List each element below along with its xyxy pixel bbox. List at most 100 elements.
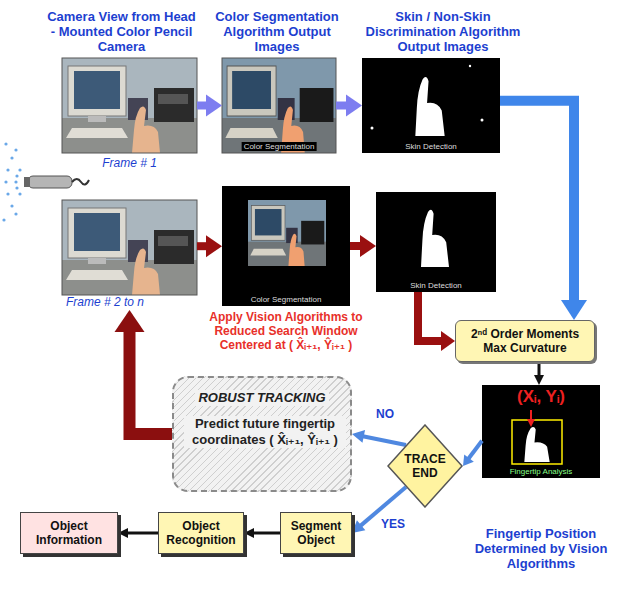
pencil-camera-icon	[14, 148, 17, 151]
image-caption: Skin Detection	[408, 281, 464, 290]
fingertip-analysis-image	[524, 427, 549, 462]
result-note: Fingertip Position Determined by Vision …	[466, 526, 616, 571]
camera-view-image	[62, 200, 197, 295]
flow-arrow	[500, 101, 587, 320]
skin-detection-image	[421, 210, 449, 267]
pencil-camera-icon	[10, 156, 13, 159]
edge-label: YES	[379, 517, 407, 531]
arrow-head	[115, 310, 145, 332]
arrow-line	[253, 532, 280, 535]
process-box: Object Recognition	[158, 512, 244, 554]
arrow-head	[118, 528, 128, 538]
camera-view-image	[62, 58, 197, 153]
arrow-head	[206, 95, 222, 117]
arrow-line	[418, 292, 442, 341]
fingertip-analysis-image	[512, 420, 562, 464]
arrow-head	[534, 375, 544, 385]
segmentation-image	[222, 58, 336, 153]
arrow-line	[350, 242, 361, 250]
skin-detection-image	[415, 77, 444, 136]
box-heading: ROBUST TRACKING	[195, 390, 328, 406]
pencil-camera-icon	[18, 168, 21, 171]
image-caption: Fingertip Analysis	[508, 467, 575, 476]
skin-detection-image	[481, 119, 484, 122]
fingertip-analysis-image	[527, 419, 535, 427]
segmentation-image: Color SegmentationApply Vision Algorithm…	[222, 186, 350, 306]
arrow-head	[441, 331, 455, 351]
segmentation-image	[222, 58, 350, 306]
arrow-line	[336, 102, 347, 110]
flow-arrow	[352, 430, 406, 445]
arrow-line	[500, 101, 574, 301]
segmentation-image	[248, 200, 326, 266]
flow-arrow	[118, 528, 158, 538]
step-note: Apply Vision Algorithms to Reduced Searc…	[198, 310, 374, 352]
camera-image: Frame # 2 to n	[62, 200, 197, 310]
arrow-line	[127, 532, 158, 535]
flow-arrow	[534, 362, 544, 385]
fingertip-image: (Xᵢ, Yᵢ)Fingertip AnalysisFingertip Posi…	[482, 385, 600, 478]
segmentation-image: Color Segmentation Algorithm Output Imag…	[222, 58, 336, 153]
arrow-head	[346, 95, 362, 117]
skin-detection-image	[376, 192, 496, 292]
pencil-camera-icon	[24, 177, 30, 187]
image-caption: Color Segmentation	[242, 142, 317, 151]
flow-arrow	[244, 528, 280, 538]
arrow-head	[206, 235, 222, 257]
pencil-camera-icon	[10, 204, 13, 207]
arrow-head	[352, 430, 365, 443]
flow-arrow	[418, 292, 455, 351]
pencil-camera-icon	[28, 176, 72, 188]
pencil-camera-icon	[18, 192, 21, 195]
skin-detection-image	[469, 65, 471, 67]
tracking-box: ROBUST TRACKING Predict future fingertip …	[172, 376, 352, 492]
output-box: Object Information	[20, 512, 118, 554]
arrow-head	[463, 454, 474, 466]
arrow-head	[561, 300, 587, 320]
diamond-shape	[388, 425, 462, 507]
box-text: Object Information	[27, 519, 111, 547]
coordinate-label: (Xᵢ, Yᵢ)	[517, 387, 565, 407]
process-box: 2ⁿᵈ Order Moments Max Curvature	[455, 320, 595, 362]
flow-arrow	[336, 95, 362, 117]
image-caption: Skin Detection	[403, 142, 459, 151]
box-text: Predict future fingertip coordinates ( X…	[184, 416, 346, 448]
pencil-camera-icon	[2, 142, 21, 221]
edge-label: NO	[374, 407, 396, 421]
decision-diamond: TRACE END	[387, 424, 463, 508]
column-heading: Camera View from Head - Mounted Color Pe…	[47, 9, 197, 54]
pencil-camera-icon	[14, 180, 17, 183]
arrow-line	[363, 436, 406, 445]
decision-text: TRACE END	[399, 452, 451, 480]
flow-arrow	[197, 235, 222, 257]
image-caption: Color Segmentation	[249, 295, 324, 304]
pencil-camera-icon	[4, 142, 7, 145]
pencil-camera-icon	[4, 180, 7, 183]
flow-arrow	[115, 310, 173, 434]
fingertip-analysis-image	[530, 410, 532, 420]
pencil-camera-icon	[15, 174, 18, 177]
frame-label: Frame # 2 to n	[62, 295, 197, 310]
camera-view-image	[62, 58, 197, 295]
segmentation-image	[222, 186, 350, 306]
flow-arrow	[197, 95, 222, 117]
process-box: Segment Object	[280, 512, 352, 554]
box-text: Object Recognition	[165, 519, 237, 547]
column-heading: Skin / Non-Skin Discrimination Algorithm…	[351, 9, 535, 54]
arrow-head	[352, 520, 365, 533]
arrow-line	[538, 362, 541, 376]
segmentation-image	[222, 58, 336, 153]
fingertip-analysis-image	[482, 385, 600, 478]
arrow-head	[360, 235, 376, 257]
camera-view-image	[62, 58, 197, 153]
skin-image: Skin / Non-Skin Discrimination Algorithm…	[362, 58, 500, 153]
pencil-camera-icon	[14, 212, 17, 215]
skin-detection-image	[362, 58, 500, 292]
flow-arrow	[350, 235, 376, 257]
camera-image: Camera View from Head - Mounted Color Pe…	[62, 58, 197, 153]
pencil-camera-icon	[2, 218, 5, 221]
flow-arrow	[463, 441, 482, 466]
skin-detection-image	[362, 58, 500, 153]
